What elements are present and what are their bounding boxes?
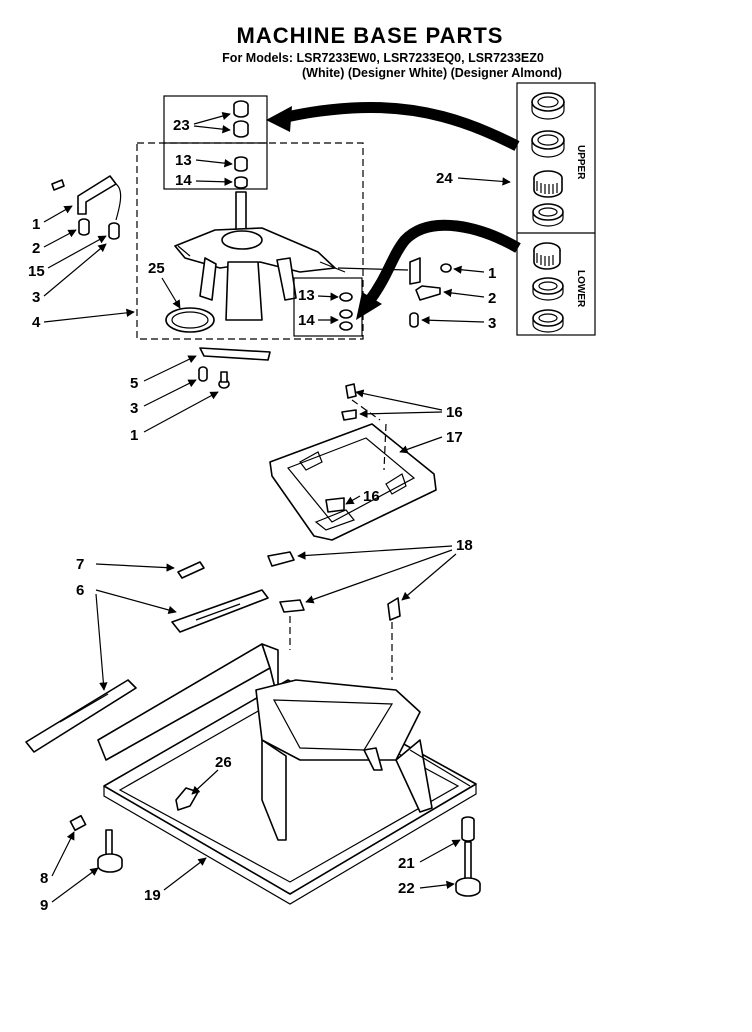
svg-text:3: 3 xyxy=(488,315,496,332)
svg-text:21: 21 xyxy=(398,855,415,872)
svg-text:18: 18 xyxy=(456,537,473,554)
seal-kit-box xyxy=(516,82,596,336)
callout-8: 8 xyxy=(40,831,75,887)
upper-seal-3 xyxy=(532,203,564,227)
upper-kit-arrow xyxy=(280,101,520,151)
svg-text:15: 15 xyxy=(28,263,45,280)
callout-1a: 1 xyxy=(32,205,73,233)
callout-13b: 13 xyxy=(298,287,339,304)
callout-14a: 14 xyxy=(175,172,233,189)
svg-text:2: 2 xyxy=(488,290,496,307)
svg-text:6: 6 xyxy=(76,582,84,599)
clutch-kit-parts xyxy=(339,292,353,331)
callout-16a: 16 xyxy=(355,389,463,421)
callout-13a: 13 xyxy=(175,152,233,169)
colors-line: (White) (Designer White) (Designer Almon… xyxy=(302,66,562,80)
lower-seal-2 xyxy=(532,309,564,333)
svg-text:1: 1 xyxy=(488,265,496,282)
svg-text:22: 22 xyxy=(398,880,415,897)
clip-16 xyxy=(341,383,387,471)
callout-18: 18 xyxy=(297,537,473,604)
left-bracket-hardware xyxy=(51,175,122,240)
brace-6-upper xyxy=(171,589,269,633)
callout-4: 4 xyxy=(32,308,135,331)
svg-text:14: 14 xyxy=(175,172,192,189)
callout-17: 17 xyxy=(399,429,463,454)
leg-21-22 xyxy=(455,816,481,897)
callout-16b: 16 xyxy=(345,488,380,505)
upper-seal-1 xyxy=(531,92,565,120)
leg-8-9 xyxy=(69,814,123,873)
svg-text:13: 13 xyxy=(298,287,315,304)
callout-3a: 3 xyxy=(32,243,107,306)
svg-text:26: 26 xyxy=(215,754,232,771)
upper-seal-2 xyxy=(531,130,565,158)
diagram-title: MACHINE BASE PARTS xyxy=(237,23,504,48)
brace-6-lower xyxy=(25,679,137,753)
svg-text:23: 23 xyxy=(173,117,190,134)
upper-gear-seal xyxy=(533,170,563,198)
callout-1c: 1 xyxy=(130,391,219,444)
bearing-13-14 xyxy=(234,156,248,189)
svg-text:4: 4 xyxy=(32,314,41,331)
svg-text:8: 8 xyxy=(40,870,48,887)
gearcase xyxy=(174,191,346,321)
machine-base-19 xyxy=(97,643,477,905)
svg-text:7: 7 xyxy=(76,556,84,573)
callout-24: 24 xyxy=(436,170,511,187)
lower-bracket-hardware xyxy=(198,347,271,389)
callout-23: 23 xyxy=(173,111,231,134)
part-7 xyxy=(177,561,205,579)
lower-seal-1 xyxy=(532,277,564,301)
callout-22: 22 xyxy=(398,880,455,897)
callout-14b: 14 xyxy=(298,312,339,329)
svg-text:19: 19 xyxy=(144,887,161,904)
bearing-23 xyxy=(233,100,249,138)
svg-text:2: 2 xyxy=(32,240,40,257)
callout-25: 25 xyxy=(148,260,181,309)
svg-text:3: 3 xyxy=(130,400,138,417)
callout-19: 19 xyxy=(144,857,207,904)
callout-1b: 1 xyxy=(453,265,496,282)
clutch-kit-box xyxy=(293,277,363,337)
top-frame-17 xyxy=(269,423,437,541)
callout-2a: 2 xyxy=(32,229,77,257)
callout-2b: 2 xyxy=(443,288,496,307)
callout-6: 6 xyxy=(76,582,177,691)
svg-text:1: 1 xyxy=(32,216,40,233)
lower-gear-seal xyxy=(533,242,561,270)
svg-text:14: 14 xyxy=(298,312,315,329)
callout-15: 15 xyxy=(28,235,107,280)
lower-label: LOWER xyxy=(575,270,586,308)
svg-text:3: 3 xyxy=(32,289,40,306)
callout-3b: 3 xyxy=(421,315,496,332)
svg-text:13: 13 xyxy=(175,152,192,169)
callout-26: 26 xyxy=(191,754,232,795)
belt-25 xyxy=(165,307,215,333)
callout-21: 21 xyxy=(398,839,461,872)
models-line: For Models: LSR7233EW0, LSR7233EQ0, LSR7… xyxy=(222,51,544,65)
lower-kit-arrow xyxy=(365,219,521,304)
callout-9: 9 xyxy=(40,867,99,914)
svg-text:17: 17 xyxy=(446,429,463,446)
svg-text:16: 16 xyxy=(446,404,463,421)
svg-text:1: 1 xyxy=(130,427,138,444)
svg-text:9: 9 xyxy=(40,897,48,914)
svg-text:24: 24 xyxy=(436,170,453,187)
svg-text:5: 5 xyxy=(130,375,138,392)
callout-7: 7 xyxy=(76,556,175,573)
callout-3c: 3 xyxy=(130,379,197,417)
svg-text:16: 16 xyxy=(363,488,380,505)
upper-label: UPPER xyxy=(575,145,586,180)
right-bracket-hardware xyxy=(337,257,452,328)
callout-5: 5 xyxy=(130,355,197,392)
clip-18 xyxy=(267,551,401,680)
svg-text:25: 25 xyxy=(148,260,165,277)
